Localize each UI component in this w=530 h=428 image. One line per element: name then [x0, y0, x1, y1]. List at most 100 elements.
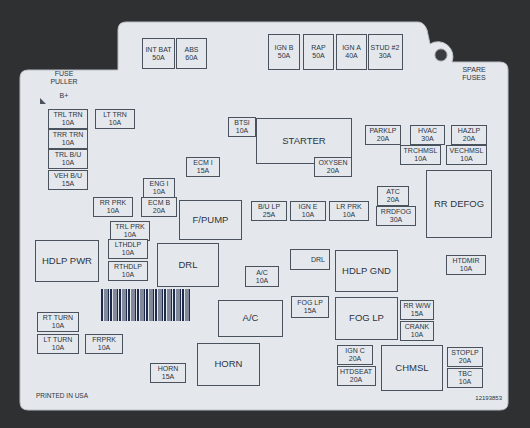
fuse-rating: 10A — [414, 155, 426, 163]
fuse-box: TRR TRN10A — [48, 129, 88, 149]
fuse-rating: 20A — [153, 207, 165, 215]
fuse-name: TRL B/U — [55, 151, 82, 159]
fuse-rating: 20A — [327, 167, 339, 175]
fuse-rating: 20A — [350, 376, 362, 384]
fuse-name: DRL — [178, 260, 197, 270]
fuse-rating: 40A — [345, 52, 357, 60]
fuse-name: RT TURN — [43, 314, 73, 322]
fuse-name: HTDSEAT — [340, 368, 372, 376]
fuse-name: CHMSL — [395, 363, 428, 373]
fuse-box: ECM I15A — [186, 157, 220, 177]
fuse-rating: 20A — [459, 357, 471, 365]
fuse-box: LT TURN10A — [37, 334, 79, 354]
fuse-rating: 20A — [377, 135, 389, 143]
fuse-box: A/C10A — [245, 266, 279, 287]
fuse-rating: 10A — [124, 231, 136, 239]
fuse-name: TBC — [458, 370, 472, 378]
fuse-name: ABS — [184, 46, 198, 54]
fuse-rating: 20A — [463, 135, 475, 143]
fuse-rating: 10A — [52, 344, 64, 352]
fuse-box: HTDSEAT20A — [337, 366, 376, 386]
fuse-name: HDLP GND — [342, 266, 391, 276]
fuse-rating: 50A — [278, 52, 290, 60]
relay-box: CHMSL — [381, 345, 443, 391]
note-label: PRINTED IN USA — [36, 392, 116, 399]
fuse-rating: 10A — [459, 378, 471, 386]
fuse-name: IGN E — [298, 203, 317, 211]
fuse-rating: 10A — [122, 249, 134, 257]
fuse-name: TRR TRN — [53, 131, 84, 139]
fuse-box: FRPRK10A — [85, 334, 123, 354]
fuse-box: STOPLP20A — [447, 347, 483, 367]
fuse-name: F/PUMP — [193, 215, 229, 225]
part-number: 12193853 — [446, 395, 502, 402]
fuse-name: RTHDLP — [114, 263, 142, 271]
fuse-name: HTDMIR — [452, 257, 479, 265]
fuse-rating: 10A — [98, 344, 110, 352]
relay-box: DRL — [157, 243, 219, 287]
fuse-box: TRL TRN10A — [48, 109, 88, 129]
fuse-rating: 10A — [52, 322, 64, 330]
fuse-box: VEH B/U15A — [48, 170, 88, 190]
fuse-box: LT TRN10A — [95, 109, 135, 129]
fuse-rating: 10A — [411, 331, 423, 339]
fuse-name: DRL — [311, 256, 325, 264]
fuse-name: PARKLP — [369, 127, 396, 135]
fuse-name: STARTER — [282, 136, 325, 146]
fuse-name: TRL TRN — [53, 111, 82, 119]
fuse-name: HDLP PWR — [42, 256, 92, 266]
fuse-name: VECHMSL — [450, 147, 484, 155]
fuse-box: IGN B50A — [268, 34, 300, 70]
fuse-name: LT TRN — [103, 111, 127, 119]
fuse-box: TRCHMSL10A — [400, 145, 441, 165]
fuse-box: ABS60A — [176, 38, 207, 69]
fuse-name: ENG I — [149, 180, 168, 188]
fuse-box: STUD #230A — [368, 34, 403, 70]
fuse-rating: 20A — [387, 196, 399, 204]
fuse-box: TRL B/U10A — [48, 149, 88, 169]
fuse-name: RRDFOG — [381, 208, 411, 216]
fuse-name: FOG LP — [349, 313, 384, 323]
fuse-box: RR PRK10A — [93, 197, 133, 217]
fuse-name: STOPLP — [451, 349, 479, 357]
fuse-rating: 15A — [411, 310, 423, 318]
fuse-name: VEH B/U — [54, 172, 82, 180]
fuse-rating: 15A — [162, 373, 174, 381]
fuse-rating: 10A — [109, 119, 121, 127]
fuse-box: RTHDLP10A — [108, 261, 148, 281]
fuse-name: A/C — [243, 313, 259, 323]
note-label: FUSE PULLER — [44, 70, 84, 85]
fuse-name: INT BAT — [145, 46, 171, 54]
fuse-rating: 30A — [390, 216, 402, 224]
cover-label — [20, 22, 508, 410]
fuse-rating: 30A — [379, 52, 391, 60]
fuse-box: RRDFOG30A — [376, 206, 416, 226]
note-label: SPARE FUSES — [450, 66, 498, 81]
fuse-name: ATC — [386, 188, 399, 196]
fuse-rating: 10A — [122, 271, 134, 279]
fuse-box: RT TURN10A — [37, 312, 79, 332]
fuse-rating: 15A — [197, 167, 209, 175]
fuse-rating: 15A — [62, 180, 74, 188]
fuse-rating: 10A — [153, 188, 165, 196]
fuse-rating: 10A — [62, 139, 74, 147]
fuse-box: FOG LP15A — [291, 296, 329, 318]
fuse-name: HAZLP — [458, 127, 481, 135]
fuse-box: IGN E10A — [290, 201, 326, 221]
fuse-name: LT TURN — [44, 336, 73, 344]
fuse-box: HVAC30A — [410, 125, 445, 145]
relay-box: RR DEFOG — [426, 170, 492, 238]
fuse-name: IGN A — [342, 44, 361, 52]
fuse-rating: 10A — [343, 211, 355, 219]
fuse-box: HTDMIR10A — [446, 255, 486, 275]
fuse-box: PARKLP20A — [365, 125, 401, 145]
fuse-box: ECM B20A — [141, 197, 177, 217]
fuse-name: RR W/W — [403, 302, 430, 310]
fuse-box: CRANK10A — [400, 321, 434, 341]
note-label: B+ — [56, 92, 72, 100]
fuse-rating: 10A — [62, 159, 74, 167]
fuse-box: LR PRK10A — [329, 201, 369, 221]
fuse-box: TRL PRK10A — [110, 221, 150, 241]
fuse-name: STUD #2 — [371, 44, 400, 52]
